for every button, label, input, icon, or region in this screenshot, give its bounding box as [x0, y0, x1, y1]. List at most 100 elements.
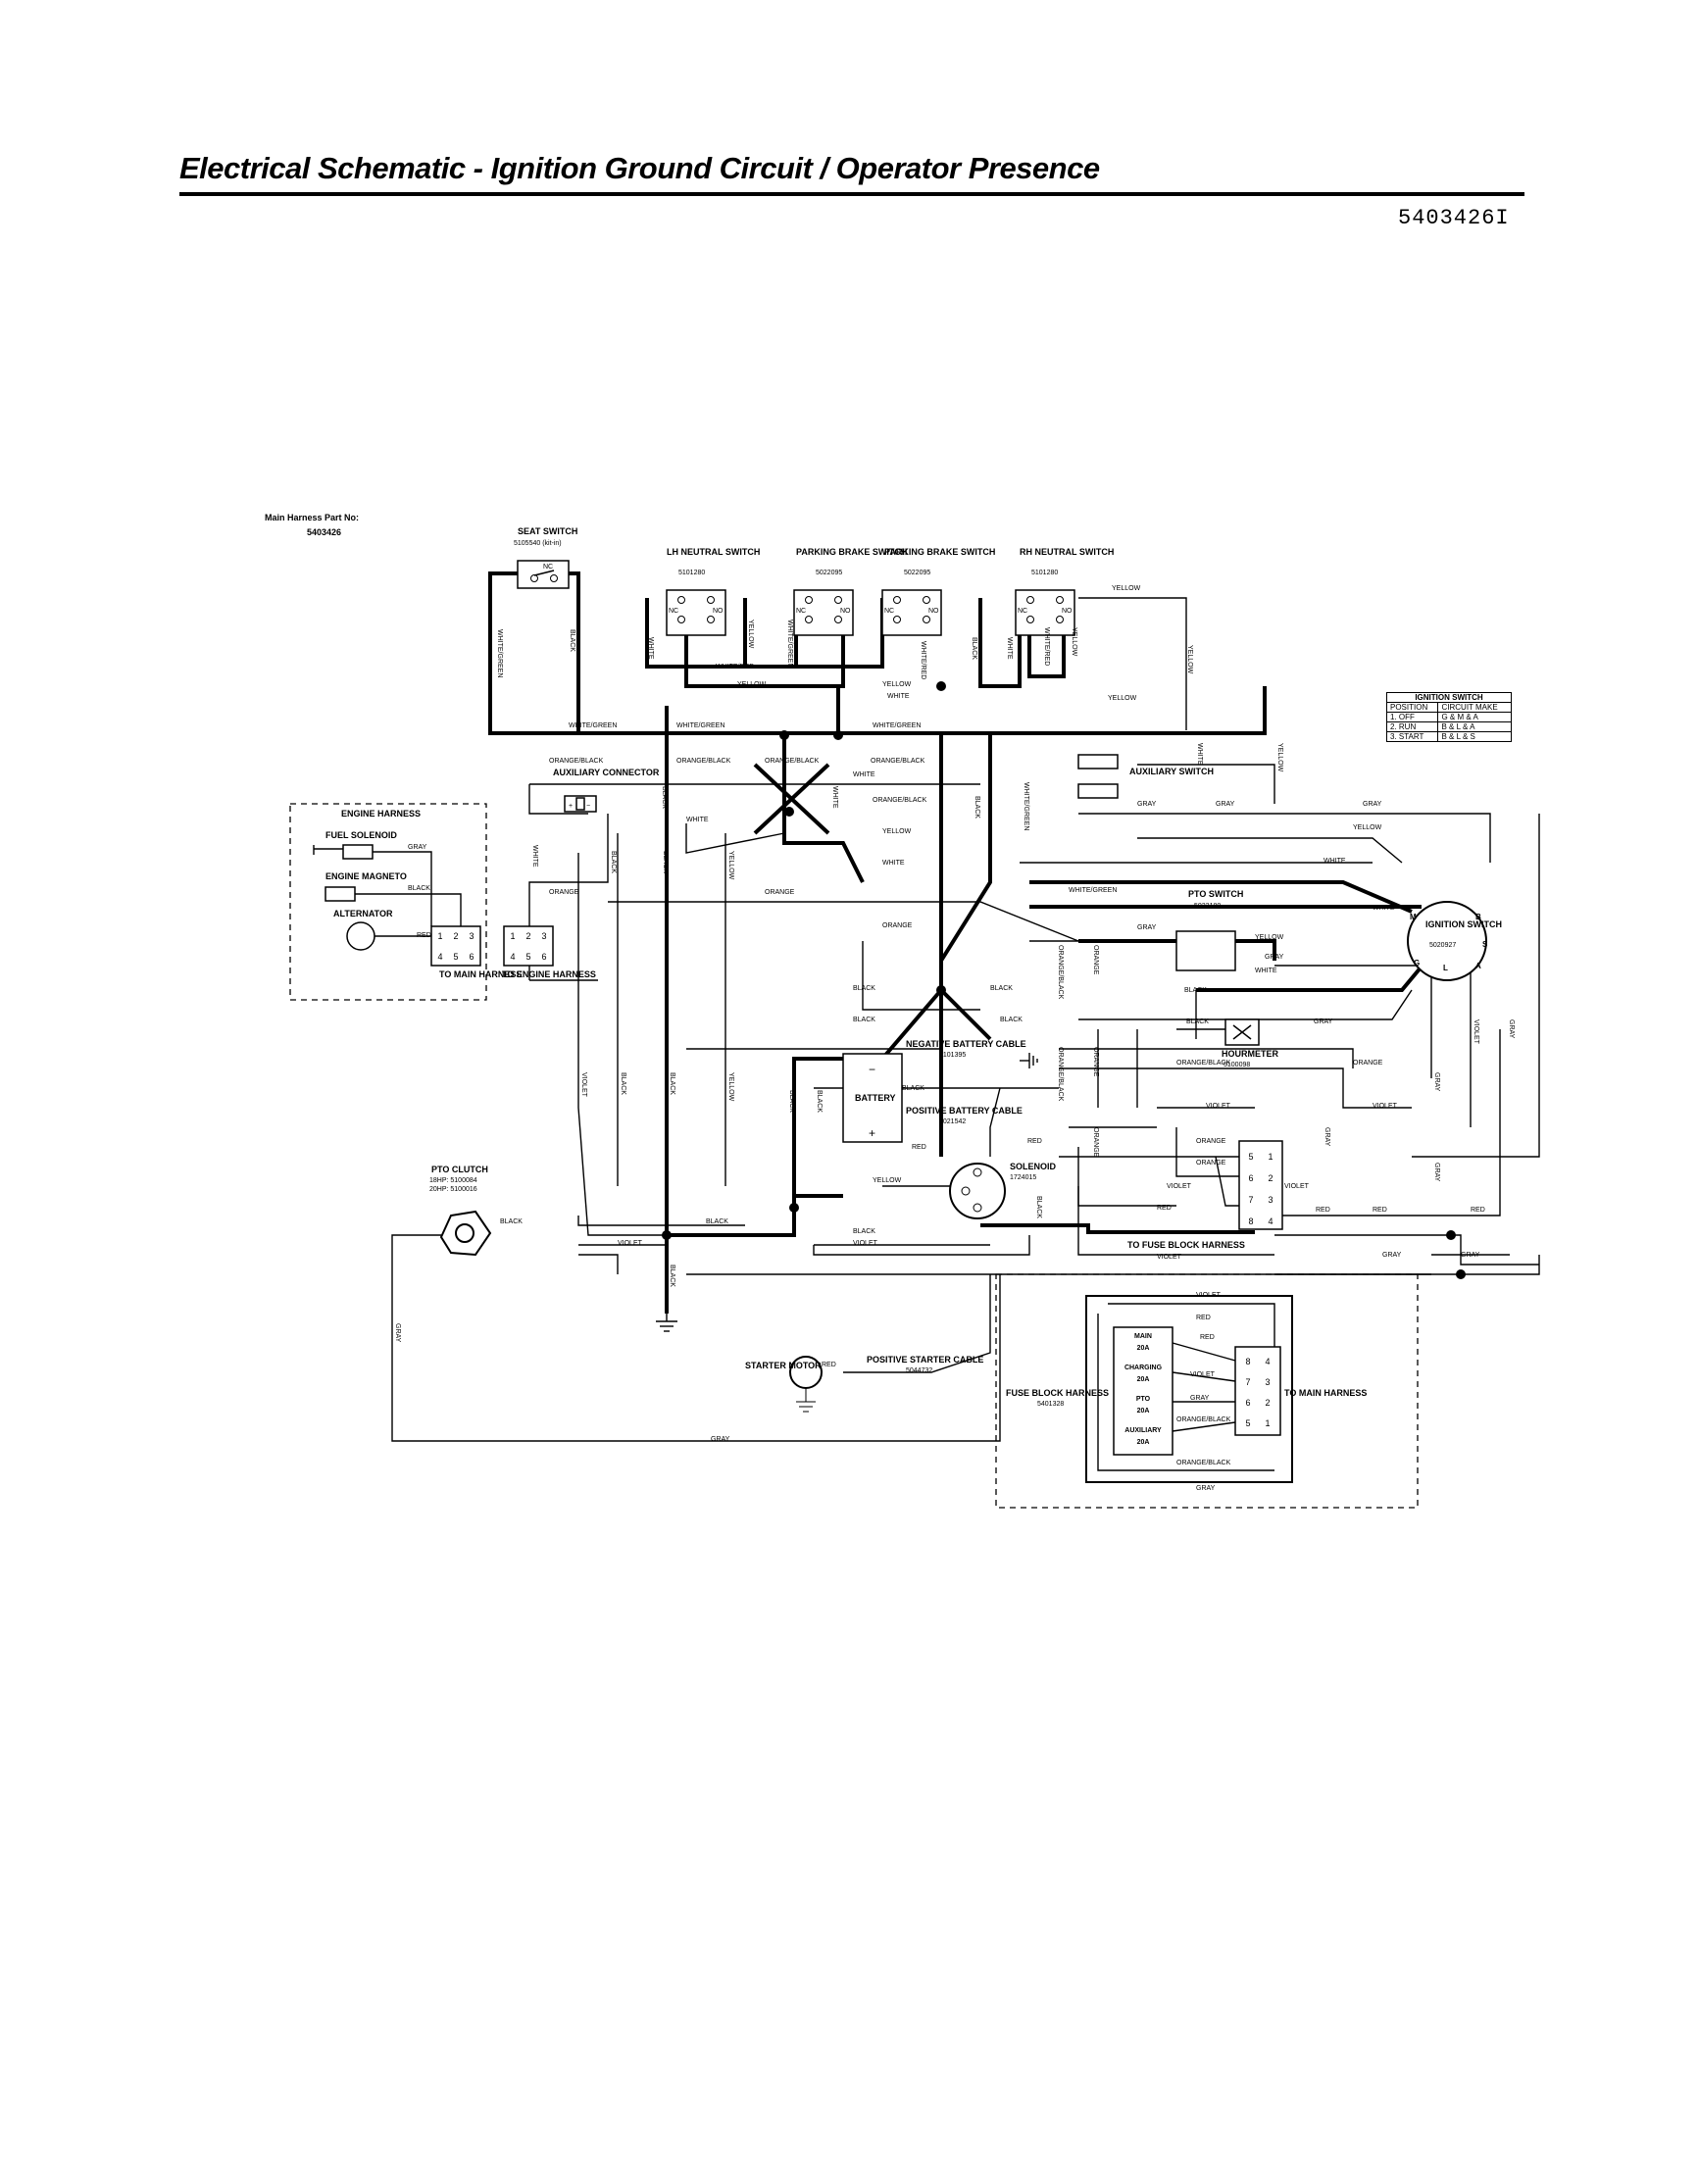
- svg-text:BLACK: BLACK: [669, 1072, 675, 1095]
- svg-text:BLACK: BLACK: [569, 629, 575, 652]
- svg-text:BLACK: BLACK: [853, 1017, 875, 1023]
- svg-text:2: 2: [525, 931, 530, 941]
- svg-text:1: 1: [1268, 1152, 1273, 1162]
- svg-text:WHITE/GREEN: WHITE/GREEN: [786, 620, 793, 668]
- svg-text:1: 1: [510, 931, 515, 941]
- svg-text:YELLOW: YELLOW: [1108, 695, 1137, 702]
- svg-text:GRAY: GRAY: [1508, 1019, 1515, 1039]
- svg-text:ORANGE: ORANGE: [1092, 1127, 1099, 1158]
- svg-text:RH NEUTRAL SWITCH: RH NEUTRAL SWITCH: [1020, 547, 1114, 557]
- svg-text:−: −: [586, 803, 590, 810]
- general-wiring: [391, 597, 1540, 1442]
- svg-text:RED: RED: [1200, 1334, 1215, 1341]
- svg-text:GRAY: GRAY: [1433, 1072, 1440, 1092]
- svg-text:BLACK: BLACK: [816, 1090, 823, 1113]
- svg-text:WHITE/GREEN: WHITE/GREEN: [1023, 782, 1029, 830]
- svg-text:VIOLET: VIOLET: [1196, 1292, 1222, 1299]
- harness-number: 5403426: [307, 527, 341, 537]
- svg-text:ORANGE/BLACK: ORANGE/BLACK: [549, 758, 604, 765]
- wire-labels-vertical: WHITE/GREEN BLACK WHITE YELLOW WHITE/GRE…: [394, 620, 1515, 1343]
- svg-text:BLACK: BLACK: [662, 851, 669, 873]
- svg-text:ORANGE: ORANGE: [1092, 1047, 1099, 1077]
- svg-text:RED: RED: [1027, 1138, 1042, 1145]
- svg-text:7: 7: [1248, 1195, 1253, 1205]
- svg-text:CHARGING: CHARGING: [1124, 1365, 1163, 1371]
- svg-text:2: 2: [453, 931, 458, 941]
- svg-text:8: 8: [1248, 1216, 1253, 1226]
- svg-text:WHITE/GREEN: WHITE/GREEN: [873, 722, 921, 729]
- svg-text:6: 6: [469, 952, 474, 962]
- svg-text:WHITE/GREEN: WHITE/GREEN: [569, 722, 617, 729]
- svg-text:WHITE: WHITE: [1373, 905, 1395, 912]
- svg-text:BLACK: BLACK: [610, 851, 617, 873]
- svg-text:NC: NC: [796, 608, 806, 615]
- svg-text:WHITE: WHITE: [531, 845, 538, 868]
- svg-text:2: 2: [1268, 1173, 1273, 1183]
- svg-text:ORANGE: ORANGE: [549, 889, 579, 896]
- svg-text:ORANGE: ORANGE: [1353, 1060, 1383, 1067]
- svg-text:GRAY: GRAY: [1137, 801, 1157, 808]
- svg-text:A: A: [1475, 962, 1481, 970]
- parking-brake-switch-2: NC NO PARKING BRAKE SWITCH 5022095: [881, 547, 995, 636]
- svg-text:ALTERNATOR: ALTERNATOR: [333, 909, 393, 918]
- svg-text:BLACK: BLACK: [1186, 1018, 1209, 1025]
- ground-symbol: [656, 1314, 677, 1332]
- solenoid: SOLENOID 1724015: [949, 1162, 1057, 1219]
- svg-text:WHITE: WHITE: [1255, 968, 1277, 974]
- svg-text:YELLOW: YELLOW: [882, 828, 912, 835]
- svg-text:5: 5: [1245, 1418, 1250, 1428]
- svg-text:VIOLET: VIOLET: [1167, 1183, 1192, 1190]
- svg-text:8: 8: [1245, 1357, 1250, 1366]
- svg-text:WHITE: WHITE: [853, 771, 875, 778]
- svg-text:YELLOW: YELLOW: [882, 681, 912, 688]
- svg-text:ORANGE/BLACK: ORANGE/BLACK: [873, 797, 927, 804]
- svg-text:NC: NC: [543, 564, 553, 571]
- svg-text:VIOLET: VIOLET: [1157, 1254, 1182, 1261]
- to-fuse-block-connector: 5 1 6 2 7 3 8 4 TO FUSE BLOCK HARNESS: [1127, 1140, 1283, 1250]
- svg-text:B: B: [1475, 913, 1481, 921]
- svg-text:6: 6: [1248, 1173, 1253, 1183]
- svg-text:G: G: [1414, 959, 1420, 968]
- svg-text:ORANGE: ORANGE: [765, 889, 795, 896]
- page-title: Electrical Schematic - Ignition Ground C…: [179, 151, 1100, 185]
- svg-text:RED: RED: [822, 1362, 836, 1368]
- svg-text:ORANGE/BLACK: ORANGE/BLACK: [1176, 1460, 1231, 1466]
- svg-text:VIOLET: VIOLET: [853, 1240, 878, 1247]
- svg-text:GRAY: GRAY: [1137, 924, 1157, 931]
- svg-text:WHITE: WHITE: [647, 637, 654, 660]
- svg-text:3: 3: [1265, 1377, 1270, 1387]
- svg-text:BLACK: BLACK: [706, 1218, 728, 1225]
- to-engine-harness: 1 2 3 4 5 6 TO ENGINE HARNESS: [502, 925, 596, 979]
- svg-text:6: 6: [541, 952, 546, 962]
- svg-text:BATTERY: BATTERY: [855, 1093, 896, 1103]
- svg-text:YELLOW: YELLOW: [727, 851, 734, 880]
- svg-text:ORANGE: ORANGE: [882, 922, 913, 929]
- svg-text:BLACK: BLACK: [974, 796, 980, 819]
- svg-text:5: 5: [1248, 1152, 1253, 1162]
- svg-text:RED: RED: [1196, 1315, 1211, 1321]
- svg-text:5022095: 5022095: [904, 570, 930, 576]
- svg-text:WHITE: WHITE: [686, 817, 709, 823]
- svg-text:LH NEUTRAL SWITCH: LH NEUTRAL SWITCH: [667, 547, 760, 557]
- svg-text:ENGINE HARNESS: ENGINE HARNESS: [341, 809, 421, 819]
- positive-battery-cable-part: 5021542: [939, 1118, 966, 1125]
- auxiliary-connector: + − AUXILIARY CONNECTOR: [553, 768, 660, 813]
- svg-text:4: 4: [1265, 1357, 1270, 1366]
- svg-text:PARKING BRAKE SWITCH: PARKING BRAKE SWITCH: [884, 547, 995, 557]
- svg-text:ORANGE/BLACK: ORANGE/BLACK: [676, 758, 731, 765]
- svg-text:VIOLET: VIOLET: [580, 1072, 587, 1098]
- svg-text:5022095: 5022095: [816, 570, 842, 576]
- svg-text:PTO CLUTCH: PTO CLUTCH: [431, 1165, 488, 1174]
- svg-text:WHITE: WHITE: [831, 786, 838, 809]
- svg-text:AUXILIARY: AUXILIARY: [1124, 1427, 1162, 1434]
- svg-text:RED: RED: [912, 1144, 926, 1151]
- svg-text:GRAY: GRAY: [1190, 1395, 1210, 1402]
- negative-battery-cable-part: 5101395: [939, 1052, 966, 1059]
- svg-text:5105540 (kit-in): 5105540 (kit-in): [514, 540, 562, 547]
- svg-text:3: 3: [541, 931, 546, 941]
- battery: BATTERY − +: [842, 1053, 903, 1143]
- svg-text:BLACK: BLACK: [971, 637, 977, 660]
- svg-text:ORANGE: ORANGE: [1196, 1160, 1226, 1166]
- svg-text:RED: RED: [417, 932, 431, 939]
